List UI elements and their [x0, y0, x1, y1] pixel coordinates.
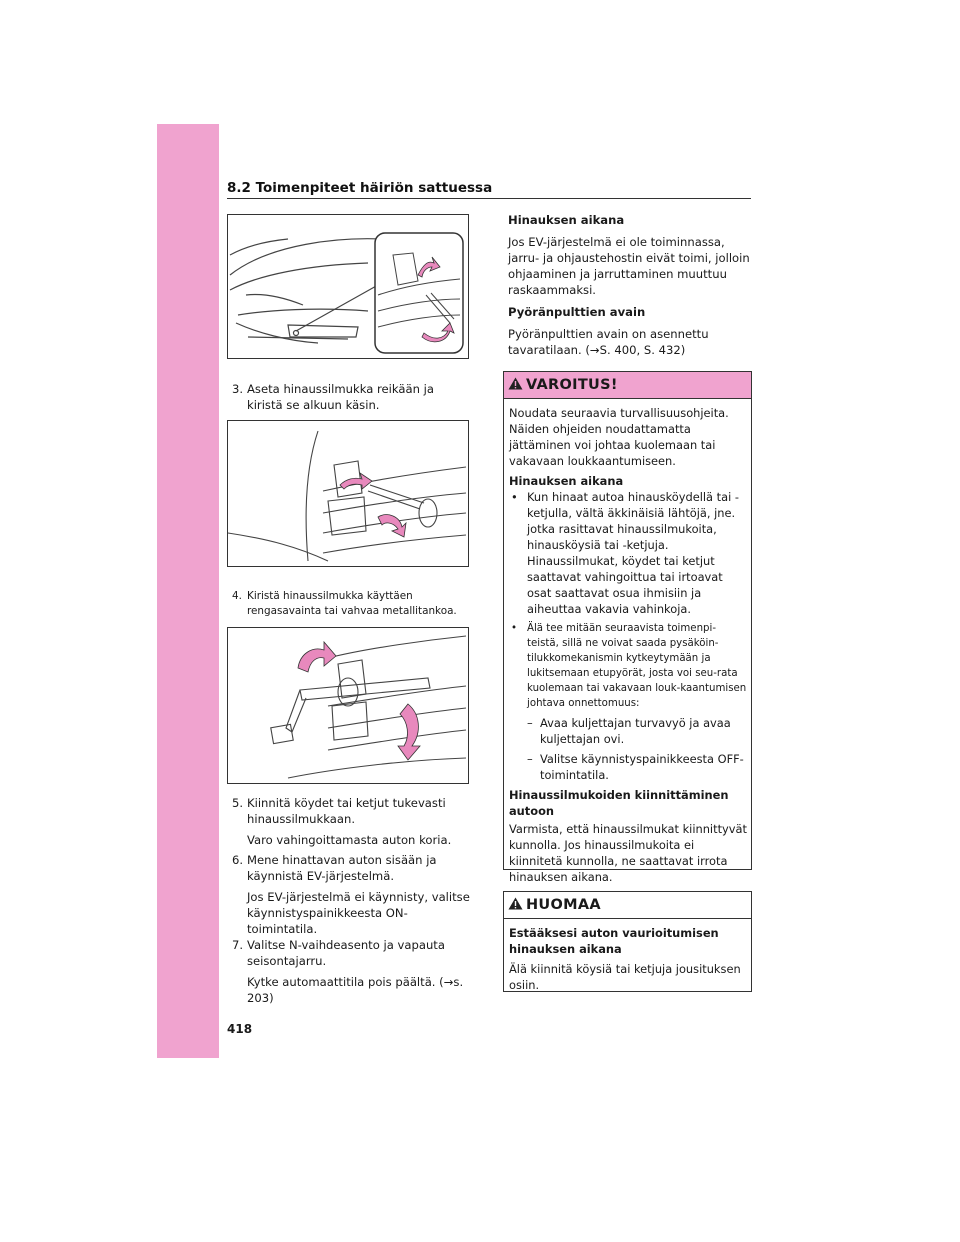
- notice-heading: Estääksesi auton vaurioitumisen hinaukse…: [509, 926, 719, 956]
- warning-body: Noudata seuraavia turvallisuusohjeita. N…: [504, 399, 751, 895]
- step-text: Aseta hinaussilmukka reikään ja kiristä …: [247, 382, 434, 412]
- warning-header: VAROITUS!: [504, 372, 751, 399]
- step-5: 5. Kiinnitä köydet tai ketjut tukevasti …: [232, 795, 472, 848]
- step-text: Valitse N-vaihdeasento ja vapauta seison…: [247, 938, 445, 968]
- warning-subheading: Hinauksen aikana: [509, 474, 624, 488]
- step-3: 3. Aseta hinaussilmukka reikään ja kiris…: [232, 381, 472, 413]
- warning-icon: [508, 897, 523, 914]
- header-divider: [227, 198, 751, 199]
- notice-box: HUOMAA Estääksesi auton vaurioitumisen h…: [503, 891, 752, 992]
- step-4: 4. Kiristä hinaussilmukka käyttäen renga…: [232, 589, 472, 619]
- warning-dash-item: –Valitse käynnistyspainikkeesta OFF-toim…: [527, 752, 744, 782]
- step-text: Kiristä hinaussilmukka käyttäen rengasav…: [247, 590, 457, 617]
- figure-car-front-hook-cover: [227, 214, 469, 359]
- warning-bullet: •Kun hinaat autoa hinausköydellä tai -ke…: [511, 490, 739, 616]
- notice-header: HUOMAA: [504, 892, 751, 919]
- warning-box: VAROITUS! Noudata seuraavia turvallisuus…: [503, 371, 752, 884]
- warning-intro: Noudata seuraavia turvallisuusohjeita. N…: [509, 406, 729, 468]
- page-number: 418: [227, 1022, 253, 1036]
- step-number: 4.: [232, 590, 242, 602]
- warning-subheading: Hinaussilmukoiden kiinnittäminen autoon: [509, 788, 729, 818]
- wrench-text: Pyöränpulttien avain on asennettu tavara…: [508, 327, 709, 357]
- warning-attach-text: Varmista, että hinaussilmukat kiinnittyv…: [509, 822, 747, 884]
- warning-dash-item: –Avaa kuljettajan turvavyö ja avaa kulje…: [527, 716, 731, 746]
- warning-icon: [508, 377, 523, 394]
- warning-dash-text: Avaa kuljettajan turvavyö ja avaa kuljet…: [540, 716, 731, 746]
- step-6: 6. Mene hinattavan auton sisään ja käynn…: [232, 852, 472, 937]
- step-text: Mene hinattavan auton sisään ja käynnist…: [247, 853, 437, 883]
- warning-bullet: •Älä tee mitään seuraavista toimenpi-tei…: [511, 623, 747, 709]
- notice-title: HUOMAA: [526, 897, 601, 913]
- step-number: 3.: [232, 382, 244, 396]
- step-text: Kiinnitä köydet tai ketjut tukevasti hin…: [247, 796, 446, 826]
- figure-tighten-with-wrench: [227, 627, 469, 784]
- towing-text: Jos EV-järjestelmä ei ole toiminnassa, j…: [508, 235, 750, 297]
- warning-bullet-text: Kun hinaat autoa hinausköydellä tai -ket…: [527, 490, 739, 616]
- towing-info: Hinauksen aikana Jos EV-järjestelmä ei o…: [508, 212, 752, 358]
- figure-insert-towing-eye: [227, 420, 469, 567]
- warning-bullet-text: Älä tee mitään seuraavista toimenpi-teis…: [527, 623, 747, 709]
- notice-text: Älä kiinnitä köysiä tai ketjuja jousituk…: [509, 962, 741, 992]
- step-number: 7.: [232, 938, 244, 952]
- warning-dash-text: Valitse käynnistyspainikkeesta OFF-toimi…: [540, 752, 744, 782]
- section-title: 8.2 Toimenpiteet häiriön sattuessa: [227, 180, 493, 196]
- step-7: 7. Valitse N-vaihdeasento ja vapauta sei…: [232, 937, 472, 1006]
- warning-title: VAROITUS!: [526, 377, 618, 393]
- step-number: 5.: [232, 796, 244, 810]
- wrench-heading: Pyöränpulttien avain: [508, 305, 646, 319]
- towing-heading: Hinauksen aikana: [508, 213, 625, 227]
- chapter-side-tab: [157, 124, 219, 1058]
- step-note: Kytke automaattitila pois päältä. (→s. 2…: [247, 975, 464, 1005]
- step-note: Jos EV-järjestelmä ei käynnisty, valitse…: [247, 890, 470, 936]
- step-note: Varo vahingoittamasta auton koria.: [247, 833, 452, 847]
- step-number: 6.: [232, 853, 244, 867]
- notice-body: Estääksesi auton vaurioitumisen hinaukse…: [504, 919, 751, 1003]
